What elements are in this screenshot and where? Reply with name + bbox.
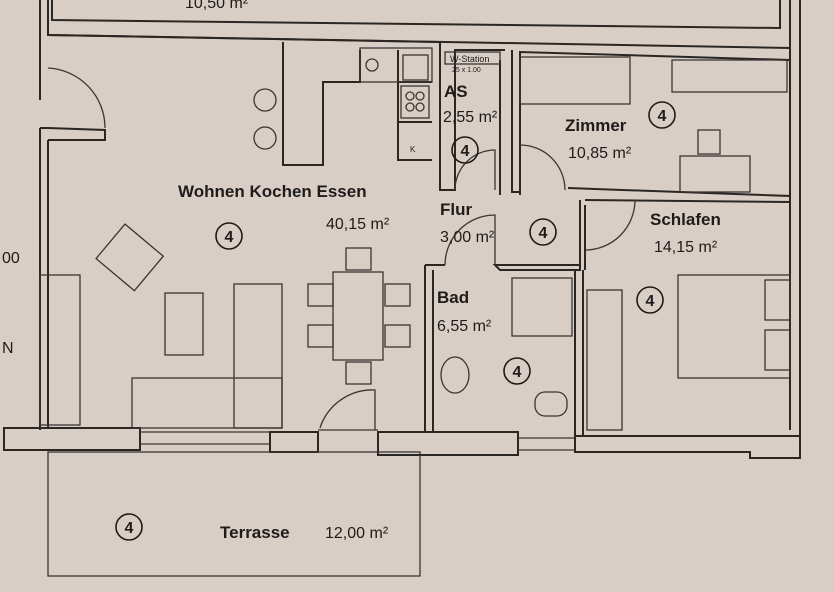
room-zimmer: Zimmer 10,85 m² 4: [565, 101, 676, 162]
room-name: Terrasse: [220, 523, 290, 542]
room-terrasse: Terrasse 12,00 m² 4: [115, 513, 389, 542]
coffee-table: [164, 292, 204, 356]
w-station-label: W-Station: [450, 54, 489, 64]
edge-label: N: [2, 340, 14, 357]
room-marker: 4: [461, 143, 470, 160]
wardrobe: [586, 289, 623, 431]
bed-zimmer: [519, 56, 631, 105]
walls: [3, 0, 801, 459]
room-name: Flur: [440, 200, 472, 219]
room-name: Bad: [437, 288, 469, 307]
kitchen-marker: K: [410, 145, 416, 154]
room-wohnen: Wohnen Kochen Essen 40,15 m² 4: [178, 182, 390, 250]
room-area: 40,15 m²: [326, 216, 390, 233]
toilet: [534, 391, 568, 417]
terrace: [47, 451, 421, 577]
room-marker: 4: [539, 225, 548, 242]
room-marker: 4: [125, 520, 134, 537]
room-flur: Flur 3,00 m² 4: [440, 200, 557, 246]
furniture: [39, 47, 791, 577]
room-marker: 4: [225, 229, 234, 246]
w-station-size: 25 x 1.00: [452, 67, 481, 74]
room-area: 6,55 m²: [437, 318, 492, 335]
room-marker-circle: [215, 222, 243, 250]
top-room-area: 10,50 m²: [185, 0, 249, 12]
room-area: 3,00 m²: [440, 229, 495, 246]
washbasin: [440, 356, 470, 394]
room-name: Zimmer: [565, 116, 627, 135]
shelf: [39, 274, 81, 426]
sofa: [131, 377, 283, 429]
dining-table: [332, 271, 384, 361]
stove: [400, 85, 430, 119]
doors: [47, 67, 636, 430]
room-area: 14,15 m²: [654, 239, 718, 256]
room-name: AS: [444, 82, 468, 101]
room-area: 2,55 m²: [443, 109, 498, 126]
bed-schlafen: [677, 274, 791, 379]
room-area: 10,85 m²: [568, 145, 632, 162]
sink: [359, 47, 433, 83]
room-marker: 4: [658, 108, 667, 125]
room-bad: Bad 6,55 m² 4: [437, 288, 531, 385]
room-marker: 4: [646, 293, 655, 310]
desk: [679, 155, 751, 193]
armchair: [95, 223, 165, 292]
room-marker: 4: [513, 364, 522, 381]
room-schlafen: Schlafen 14,15 m² 4: [636, 210, 721, 314]
shower: [511, 277, 573, 337]
room-name: Schlafen: [650, 210, 721, 229]
room-as: AS 2,55 m² 4: [443, 82, 498, 164]
room-area: 12,00 m²: [325, 525, 389, 542]
room-name: Wohnen Kochen Essen: [178, 182, 367, 201]
w-station-box: [444, 51, 501, 65]
edge-label: 00: [2, 250, 20, 267]
